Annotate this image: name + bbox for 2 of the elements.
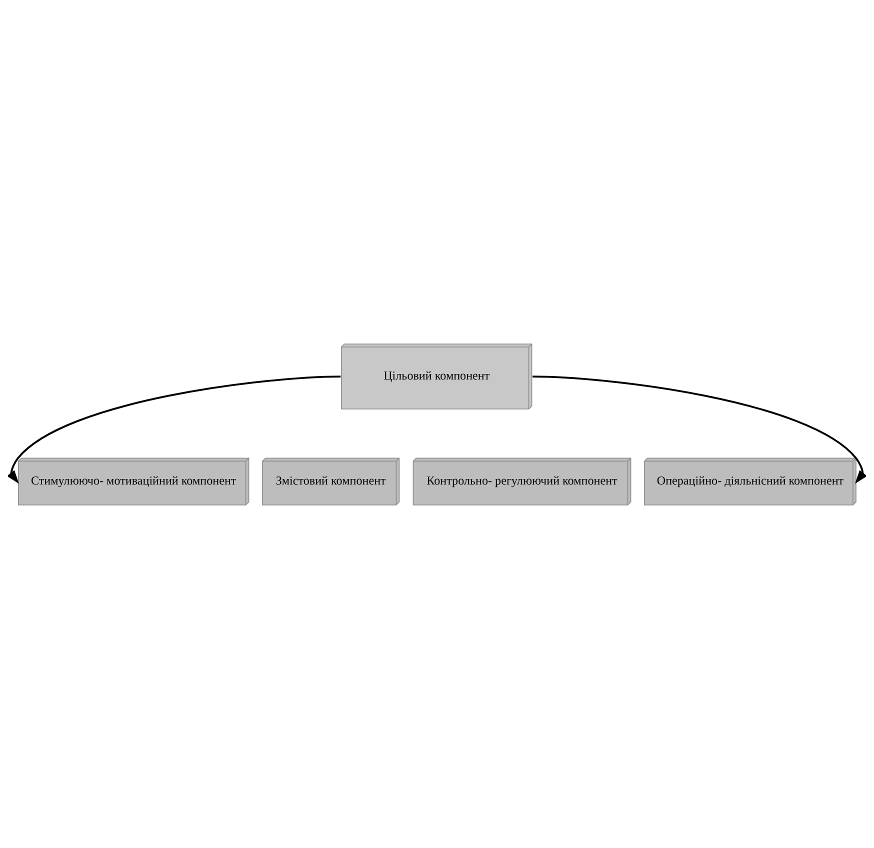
arrow: [532, 375, 866, 484]
arrow: [8, 375, 341, 484]
